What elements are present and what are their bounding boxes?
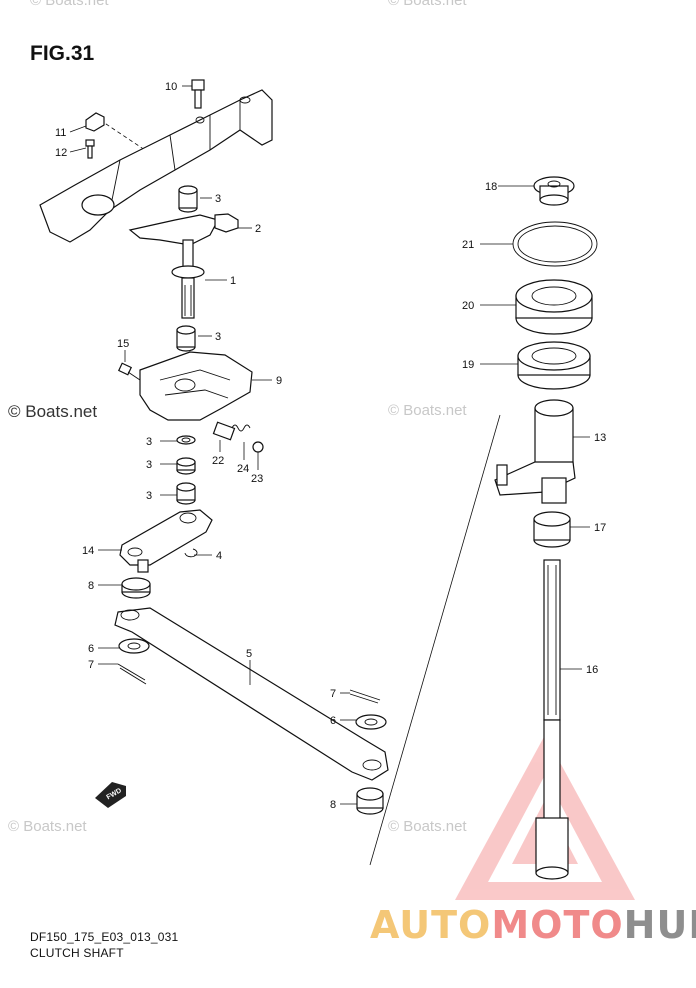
brand-logo-text: AUTOMOTOHUB: [370, 903, 696, 947]
watermark-top-right: © Boats.net: [388, 0, 467, 9]
callout-11: 11: [55, 127, 66, 139]
callout-2: 2: [255, 223, 261, 235]
bushing-part-3-middle: [176, 325, 196, 352]
callout-6-a: 6: [88, 643, 94, 655]
callout-numbers: 10 11 12 3 2 1 3 15 9 3 3 3 22 24 23 14 …: [55, 81, 606, 811]
bushing-part-17: [533, 511, 571, 548]
dashed-guide-line: [99, 119, 146, 151]
callout-1: 1: [230, 275, 236, 287]
callout-14: 14: [82, 545, 94, 557]
callout-18: 18: [485, 181, 497, 193]
screw-part-15: [117, 362, 141, 381]
callout-7-a: 7: [88, 659, 94, 671]
callout-19: 19: [462, 359, 474, 371]
lever-part-14: [119, 509, 213, 573]
callout-3-c: 3: [146, 436, 152, 448]
callout-15: 15: [117, 338, 129, 350]
watermark-bottom-left: © Boats.net: [8, 818, 87, 835]
clip-part-2: [214, 213, 239, 233]
callout-4: 4: [216, 550, 222, 562]
bracket-part: [39, 89, 273, 243]
cotter-pin-part-7-left: [117, 663, 147, 685]
section-title: CLUTCH SHAFT: [30, 946, 124, 960]
callout-22: 22: [212, 455, 224, 467]
washer-part-6-right: [355, 714, 387, 730]
callout-10: 10: [165, 81, 177, 93]
callout-12: 12: [55, 147, 67, 159]
cotter-pin-part-7-right: [349, 689, 381, 704]
callout-17: 17: [594, 522, 606, 534]
clip-part-11: [85, 112, 105, 132]
bushing-part-3-top: [178, 185, 198, 213]
callout-16: 16: [586, 664, 598, 676]
callout-20: 20: [462, 300, 474, 312]
circlip-part-4: [184, 548, 198, 558]
bushing-part-3-lower-2: [176, 457, 196, 475]
model-code: DF150_175_E03_013_031: [30, 930, 179, 944]
collar-part-8-lower: [356, 787, 384, 815]
bearing-part-20: [515, 279, 593, 335]
bushing-part-3-lower-1: [176, 435, 196, 445]
cam-housing-part-9: [139, 351, 253, 421]
watermark-mid-right: © Boats.net: [388, 402, 467, 419]
plug-part-18: [533, 176, 575, 206]
spring-coil-part-24: [231, 424, 251, 432]
callout-21: 21: [462, 239, 474, 251]
callout-6-b: 6: [330, 715, 336, 727]
oil-seal-part-19: [517, 341, 591, 390]
watermark-mid-left: © Boats.net: [8, 402, 98, 421]
clutch-shaft-part-16: [535, 559, 569, 880]
callout-23: 23: [251, 473, 263, 485]
callout-8-b: 8: [330, 799, 336, 811]
callout-13: 13: [594, 432, 606, 444]
callout-5: 5: [246, 648, 252, 660]
clutch-arm-part-13: [494, 399, 576, 504]
callout-3-e: 3: [146, 490, 152, 502]
callout-3-b: 3: [215, 331, 221, 343]
snap-ring-part-21: [512, 221, 598, 267]
callout-3-d: 3: [146, 459, 152, 471]
callout-leaders: [69, 85, 590, 805]
ball-part-23: [252, 441, 264, 453]
bushing-part-3-lower-3: [176, 482, 196, 505]
collar-part-8-upper: [121, 577, 151, 599]
assembly-guide-line: [369, 414, 501, 866]
screw-part-12: [85, 139, 95, 159]
washer-part-6-left: [118, 638, 150, 654]
callout-7-b: 7: [330, 688, 336, 700]
fwd-arrow-icon: FWD: [95, 782, 126, 808]
callout-24: 24: [237, 463, 249, 475]
spring-part-22: [212, 421, 236, 441]
brand-part-moto: MOTO: [491, 903, 624, 947]
bolt-part-10: [191, 79, 205, 109]
watermark-top-left: © Boats.net: [30, 0, 109, 9]
figure-title: FIG.31: [30, 42, 95, 65]
shift-arm-part-1: [128, 214, 219, 319]
callout-9: 9: [276, 375, 282, 387]
callout-3-a: 3: [215, 193, 221, 205]
callout-8-a: 8: [88, 580, 94, 592]
link-rod-part-5: [114, 607, 389, 781]
brand-part-auto: AUTO: [370, 903, 492, 947]
watermark-bottom-right: © Boats.net: [388, 818, 467, 835]
brand-part-hub: HUB: [623, 903, 696, 947]
